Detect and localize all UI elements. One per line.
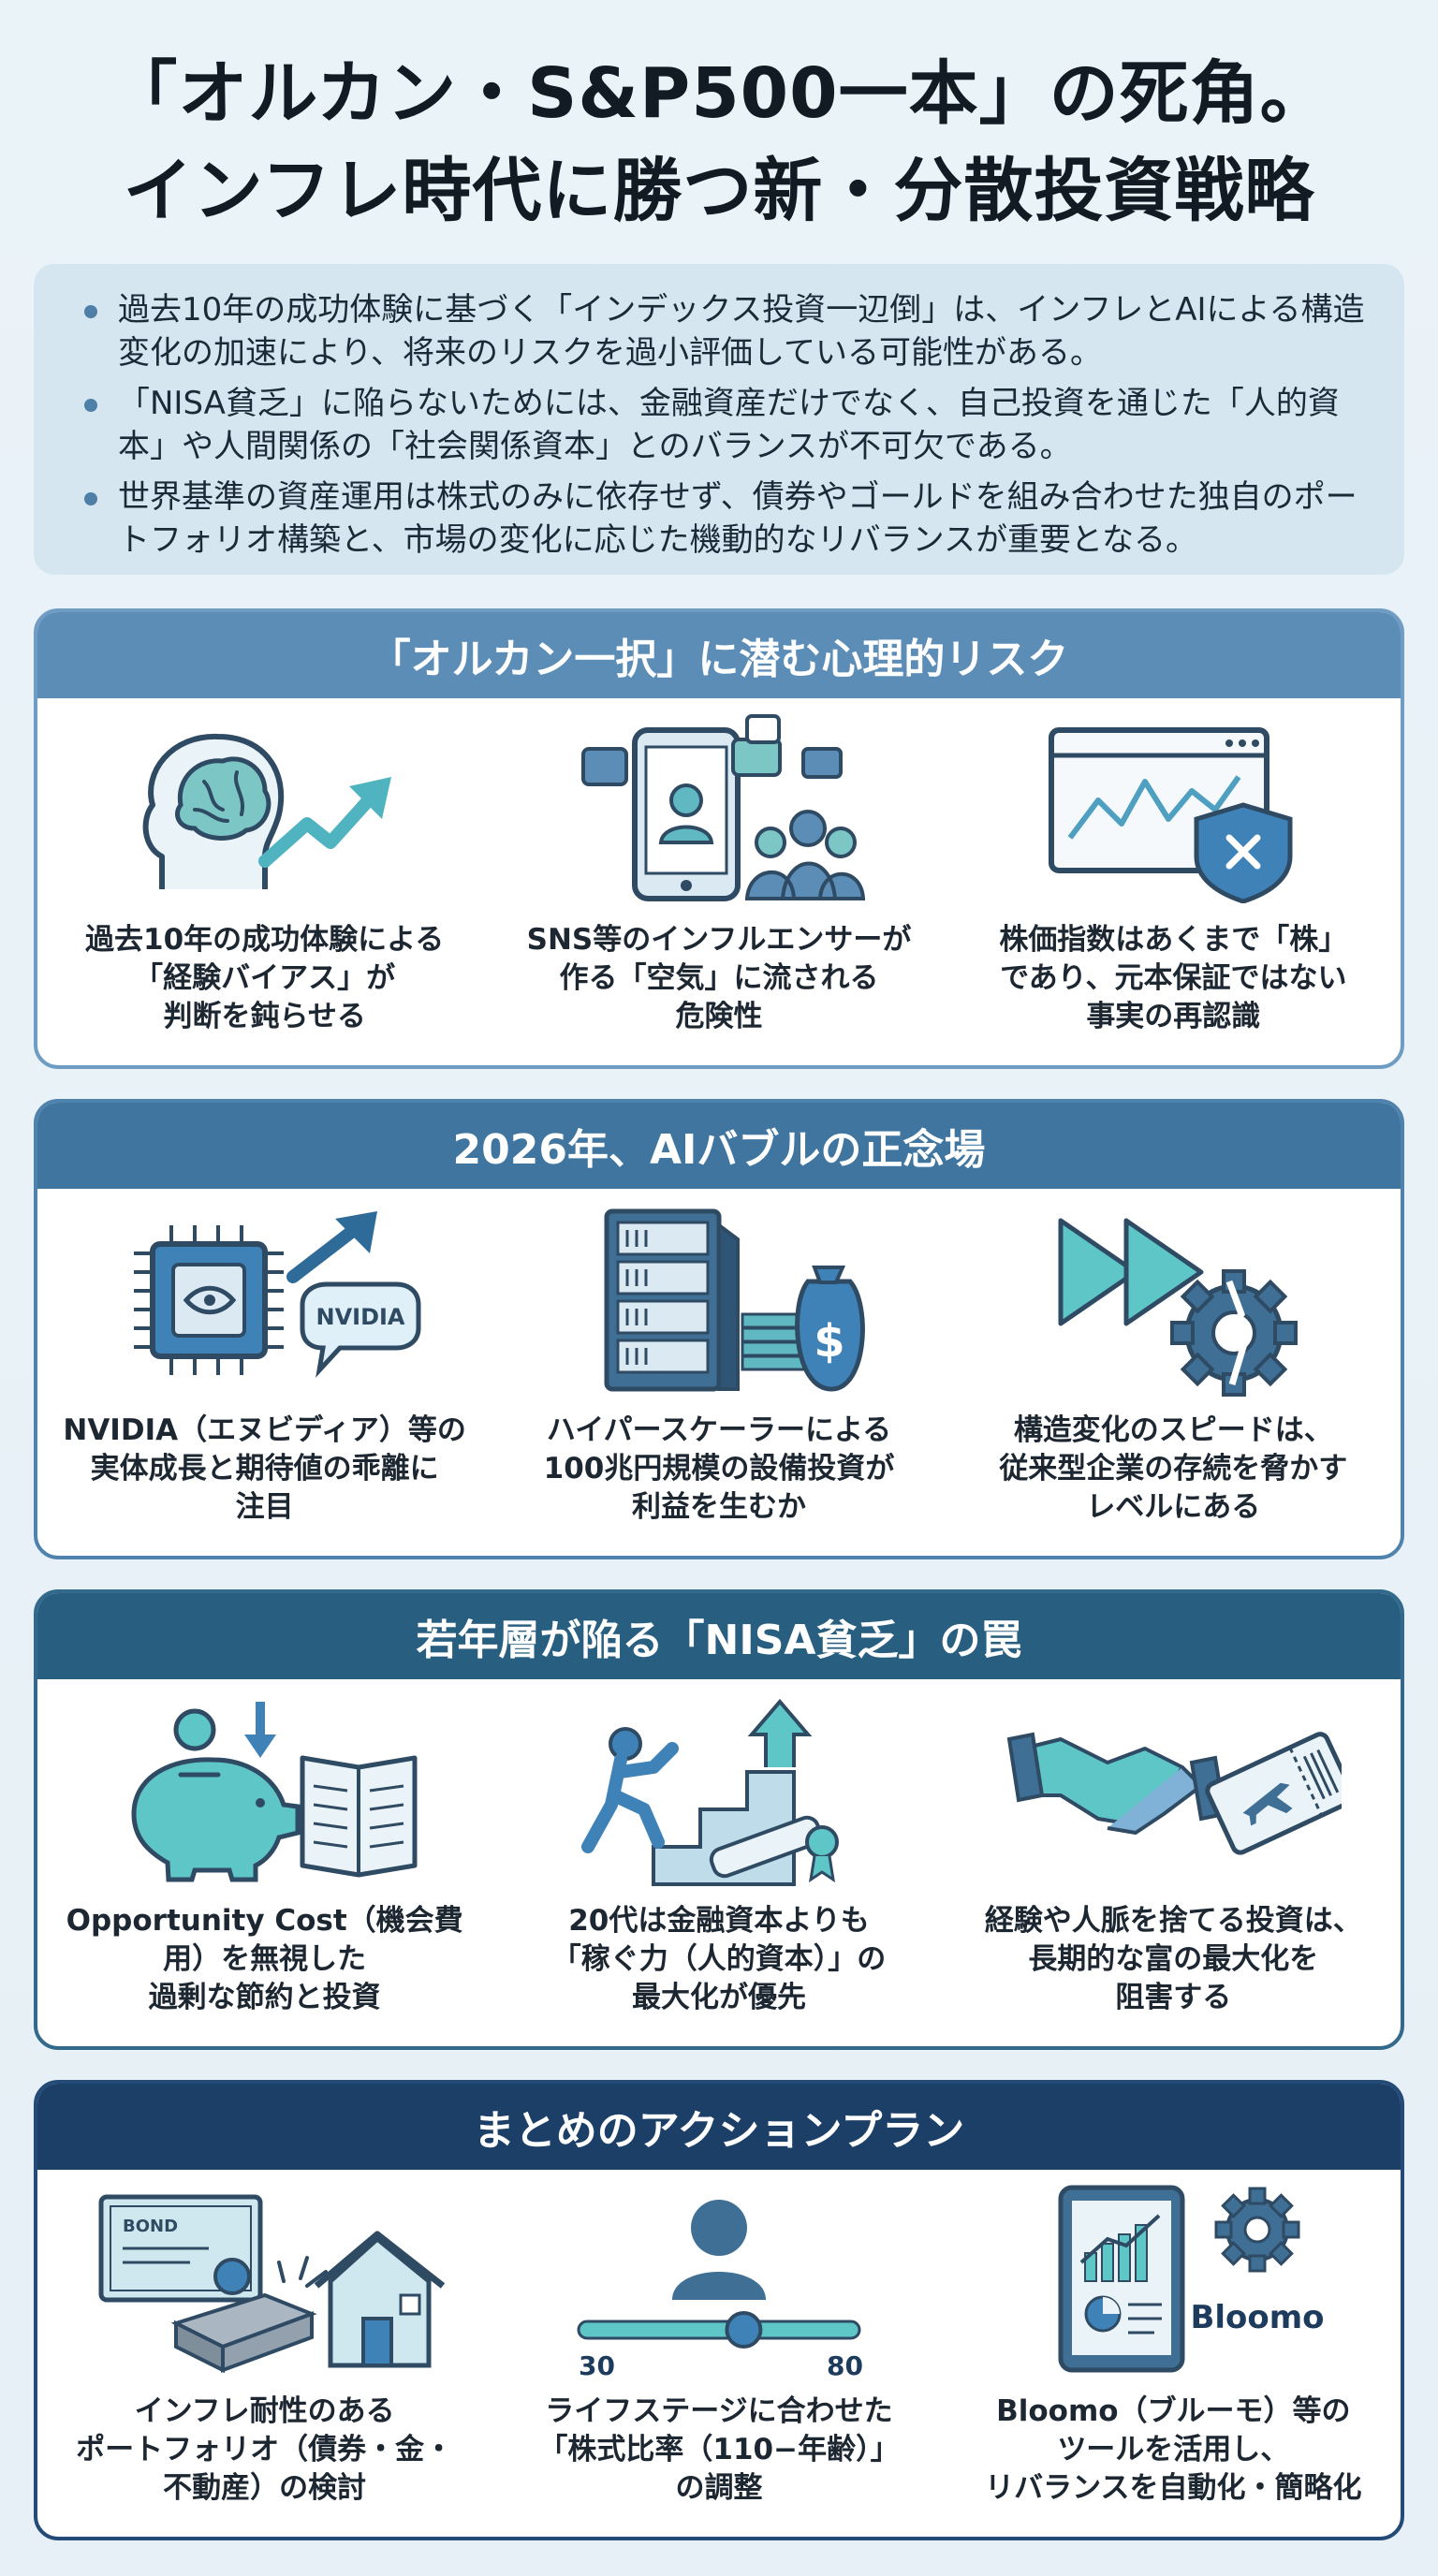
- card-caption: Opportunity Cost（機会費 用）を無視した 過剰な節約と投資: [66, 1904, 463, 2014]
- dollar-sign-icon: $: [814, 1315, 844, 1368]
- slider-knob[interactable]: [725, 2311, 763, 2349]
- title-line-2: インフレ時代に勝つ新・分散投資戦略: [123, 151, 1315, 231]
- card: 30 80 ライフステージに合わせた 「株式比率（110−年齢）」 の調整: [492, 2170, 946, 2537]
- climbing-stairs-icon: [580, 1698, 839, 1886]
- section-action-plan: まとめのアクションプラン BOND: [34, 2080, 1404, 2540]
- brain-growth-icon: [142, 733, 391, 889]
- bloomo-label: Bloomo: [1191, 2299, 1324, 2336]
- fast-forward-gear-icon: [1058, 1218, 1299, 1397]
- section-psychological-risk: 「オルカン一択」に潜む心理的リスク 過去10年の成功体験による 「経験バイアス」…: [34, 608, 1404, 1069]
- card-caption: 20代は金融資本よりも 「稼ぐ力（人的資本）」の 最大化が優先: [551, 1904, 887, 2014]
- card: NVIDIA NVIDIA（エヌビディア）等の 実体成長と期待値の乖離に 注目: [37, 1189, 492, 1556]
- section-heading: 2026年、AIバブルの正念場: [37, 1103, 1401, 1189]
- card: 過去10年の成功体験による 「経験バイアス」が 判断を鈍らせる: [37, 698, 492, 1065]
- nvidia-label: NVIDIA: [315, 1304, 404, 1330]
- social-media-icon: [580, 714, 866, 901]
- handshake-ticket-icon: [1007, 1732, 1343, 1855]
- tablet-gear-icon: Bloomo: [1058, 2185, 1324, 2373]
- card: 株価指数はあくまで「株」 であり、元本保証ではない 事実の再認識: [946, 698, 1401, 1065]
- card: Bloomo Bloomo（ブルーモ）等の ツールを活用し、 リバランスを自動化…: [946, 2170, 1401, 2537]
- section-heading: まとめのアクションプラン: [37, 2084, 1401, 2170]
- card: 20代は金融資本よりも 「稼ぐ力（人的資本）」の 最大化が優先: [492, 1679, 946, 2046]
- section-nisa-poverty: 若年層が陥る「NISA貧乏」の罠: [34, 1589, 1404, 2050]
- page-title: 「オルカン・S&P500一本」の死角。 インフレ時代に勝つ新・分散投資戦略: [0, 45, 1438, 240]
- chip-icon: NVIDIA: [133, 1211, 421, 1378]
- section-heading: 若年層が陥る「NISA貧乏」の罠: [37, 1593, 1401, 1679]
- server-money-icon: $: [604, 1208, 865, 1392]
- card-caption: 構造変化のスピードは、 従来型企業の存続を脅かす レベルにある: [999, 1413, 1348, 1524]
- summary-box: 過去10年の成功体験に基づく「インデックス投資一辺倒」は、インフレとAIによる構…: [34, 264, 1404, 575]
- summary-item: 「NISA貧乏」に陥らないためには、金融資産だけでなく、自己投資を通じた「人的資…: [81, 382, 1367, 468]
- card: 構造変化のスピードは、 従来型企業の存続を脅かす レベルにある: [946, 1189, 1401, 1556]
- slider-max-label: 80: [827, 2350, 863, 2379]
- card-caption: 株価指数はあくまで「株」 であり、元本保証ではない 事実の再認識: [999, 923, 1348, 1033]
- card: $ ハイパースケーラーによる 100兆円規模の設備投資が 利益を生むか: [492, 1189, 946, 1556]
- card-caption: ハイパースケーラーによる 100兆円規模の設備投資が 利益を生むか: [543, 1413, 895, 1524]
- stock-chart-shield-icon: [1049, 727, 1293, 903]
- card: 経験や人脈を捨てる投資は、 長期的な富の最大化を 阻害する: [946, 1679, 1401, 2046]
- summary-item: 過去10年の成功体験に基づく「インデックス投資一辺倒」は、インフレとAIによる構…: [81, 288, 1367, 374]
- card-caption: Bloomo（ブルーモ）等の ツールを活用し、 リバランスを自動化・簡略化: [985, 2394, 1362, 2505]
- card-caption: 過去10年の成功体験による 「経験バイアス」が 判断を鈍らせる: [85, 923, 445, 1033]
- card-caption: ライフステージに合わせた 「株式比率（110−年齢）」 の調整: [538, 2394, 900, 2505]
- bond-gold-house-icon: BOND: [98, 2194, 445, 2374]
- card: SNS等のインフルエンサーが 作る「空気」に流される 危険性: [492, 698, 946, 1065]
- card-caption: SNS等のインフルエンサーが 作る「空気」に流される 危険性: [526, 923, 912, 1033]
- card-caption: NVIDIA（エヌビディア）等の 実体成長と期待値の乖離に 注目: [63, 1413, 466, 1524]
- title-line-1: 「オルカン・S&P500一本」の死角。: [108, 53, 1330, 134]
- card: BOND インフレ耐性のある ポートフォリオ（債券・金・: [37, 2170, 492, 2537]
- summary-item: 世界基準の資産運用は株式のみに依存せず、債券やゴールドを組み合わせた独自のポート…: [81, 476, 1367, 562]
- card: Opportunity Cost（機会費 用）を無視した 過剰な節約と投資: [37, 1679, 492, 2046]
- card-caption: 経験や人脈を捨てる投資は、 長期的な富の最大化を 阻害する: [984, 1904, 1362, 2014]
- card-caption: インフレ耐性のある ポートフォリオ（債券・金・ 不動産）の検討: [76, 2394, 454, 2505]
- piggy-bank-book-icon: [131, 1702, 418, 1882]
- slider-min-label: 30: [579, 2350, 615, 2379]
- section-ai-bubble: 2026年、AIバブルの正念場: [34, 1099, 1404, 1559]
- bond-label: BOND: [123, 2217, 178, 2236]
- section-heading: 「オルカン一択」に潜む心理的リスク: [37, 612, 1401, 698]
- age-slider-icon: 30 80: [577, 2200, 863, 2379]
